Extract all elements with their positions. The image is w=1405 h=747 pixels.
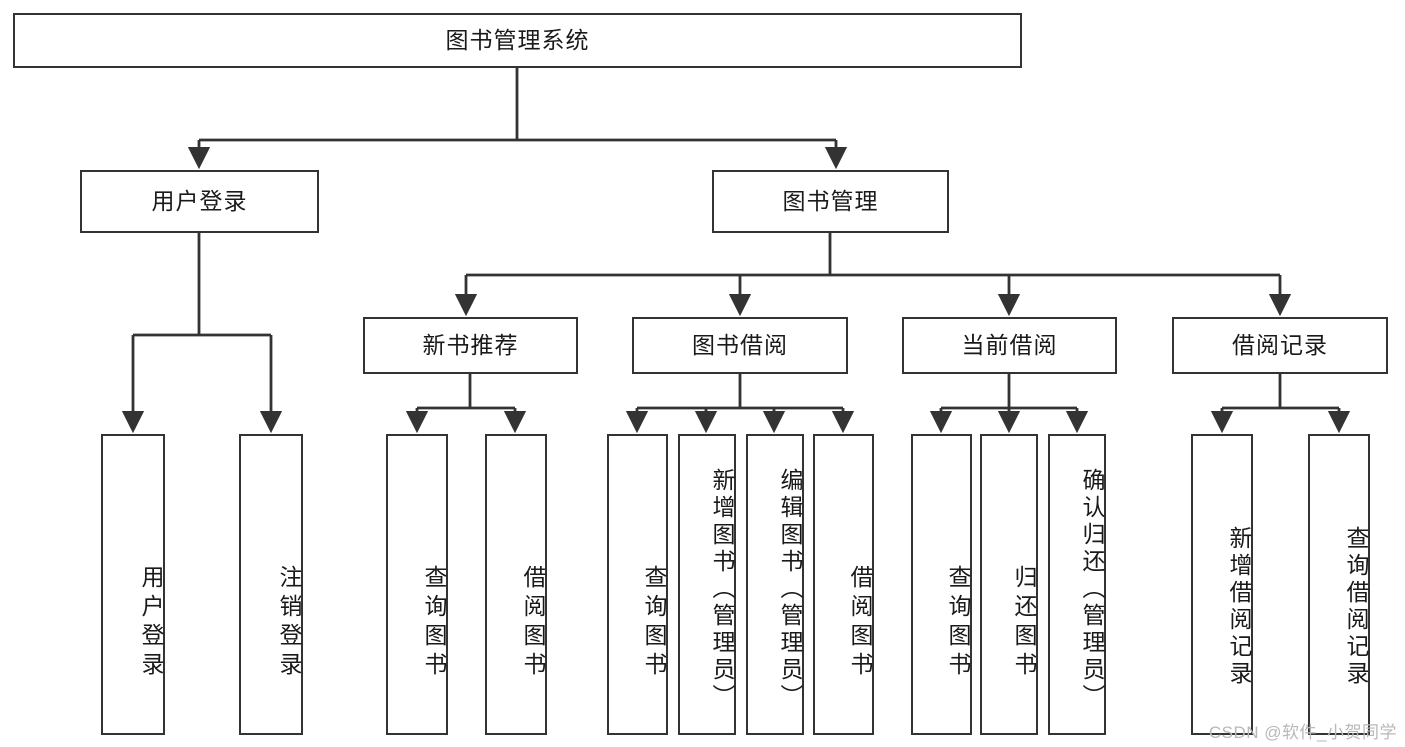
node-leaf-query-record[interactable]: 查询借阅记录 (1308, 434, 1370, 735)
node-label: 确认归还（管理员） (1079, 468, 1105, 711)
node-label: 新增图书（管理员） (709, 468, 735, 711)
node-leaf-add-record[interactable]: 新增借阅记录 (1191, 434, 1253, 735)
node-label: 查询借阅记录 (1343, 525, 1369, 688)
node-book-borrow[interactable]: 图书借阅 (632, 317, 848, 374)
node-user-login[interactable]: 用户登录 (80, 170, 319, 233)
node-leaf-query-book-2[interactable]: 查询图书 (607, 434, 668, 735)
node-leaf-add-book[interactable]: 新增图书（管理员） (678, 434, 736, 735)
node-label: 借阅记录 (1232, 331, 1328, 358)
node-label: 用户登录 (138, 564, 164, 681)
node-label: 图书管理系统 (445, 26, 590, 53)
node-leaf-query-book-1[interactable]: 查询图书 (386, 434, 448, 735)
node-leaf-borrow-book-1[interactable]: 借阅图书 (485, 434, 547, 735)
node-leaf-confirm-return[interactable]: 确认归还（管理员） (1048, 434, 1106, 735)
node-label: 新书推荐 (422, 331, 519, 358)
node-label: 用户登录 (151, 187, 248, 214)
node-borrow-record[interactable]: 借阅记录 (1172, 317, 1388, 374)
node-label: 借阅图书 (520, 564, 546, 681)
node-leaf-query-book-3[interactable]: 查询图书 (911, 434, 972, 735)
node-leaf-edit-book[interactable]: 编辑图书（管理员） (746, 434, 804, 735)
node-leaf-borrow-book-2[interactable]: 借阅图书 (813, 434, 874, 735)
node-leaf-user-login[interactable]: 用户登录 (101, 434, 165, 735)
node-leaf-user-logout[interactable]: 注销登录 (239, 434, 303, 735)
node-book-management[interactable]: 图书管理 (712, 170, 949, 233)
node-label: 查询图书 (421, 564, 447, 681)
node-label: 图书借阅 (692, 331, 788, 358)
node-label: 查询图书 (945, 564, 971, 681)
csdn-watermark: CSDN @软件_小贺同学 (1208, 723, 1397, 742)
node-label: 归还图书 (1011, 564, 1037, 681)
node-new-book-recommend[interactable]: 新书推荐 (363, 317, 578, 374)
node-label: 新增借阅记录 (1226, 525, 1252, 688)
node-label: 当前借阅 (961, 331, 1058, 358)
node-root-system[interactable]: 图书管理系统 (13, 13, 1022, 68)
node-label: 借阅图书 (847, 564, 873, 681)
node-label: 图书管理 (782, 187, 879, 214)
node-leaf-return-book[interactable]: 归还图书 (980, 434, 1038, 735)
node-current-borrow[interactable]: 当前借阅 (902, 317, 1117, 374)
node-label: 查询图书 (641, 564, 667, 681)
node-label: 编辑图书（管理员） (777, 468, 803, 711)
node-label-alt: 注销登录 (276, 564, 302, 681)
